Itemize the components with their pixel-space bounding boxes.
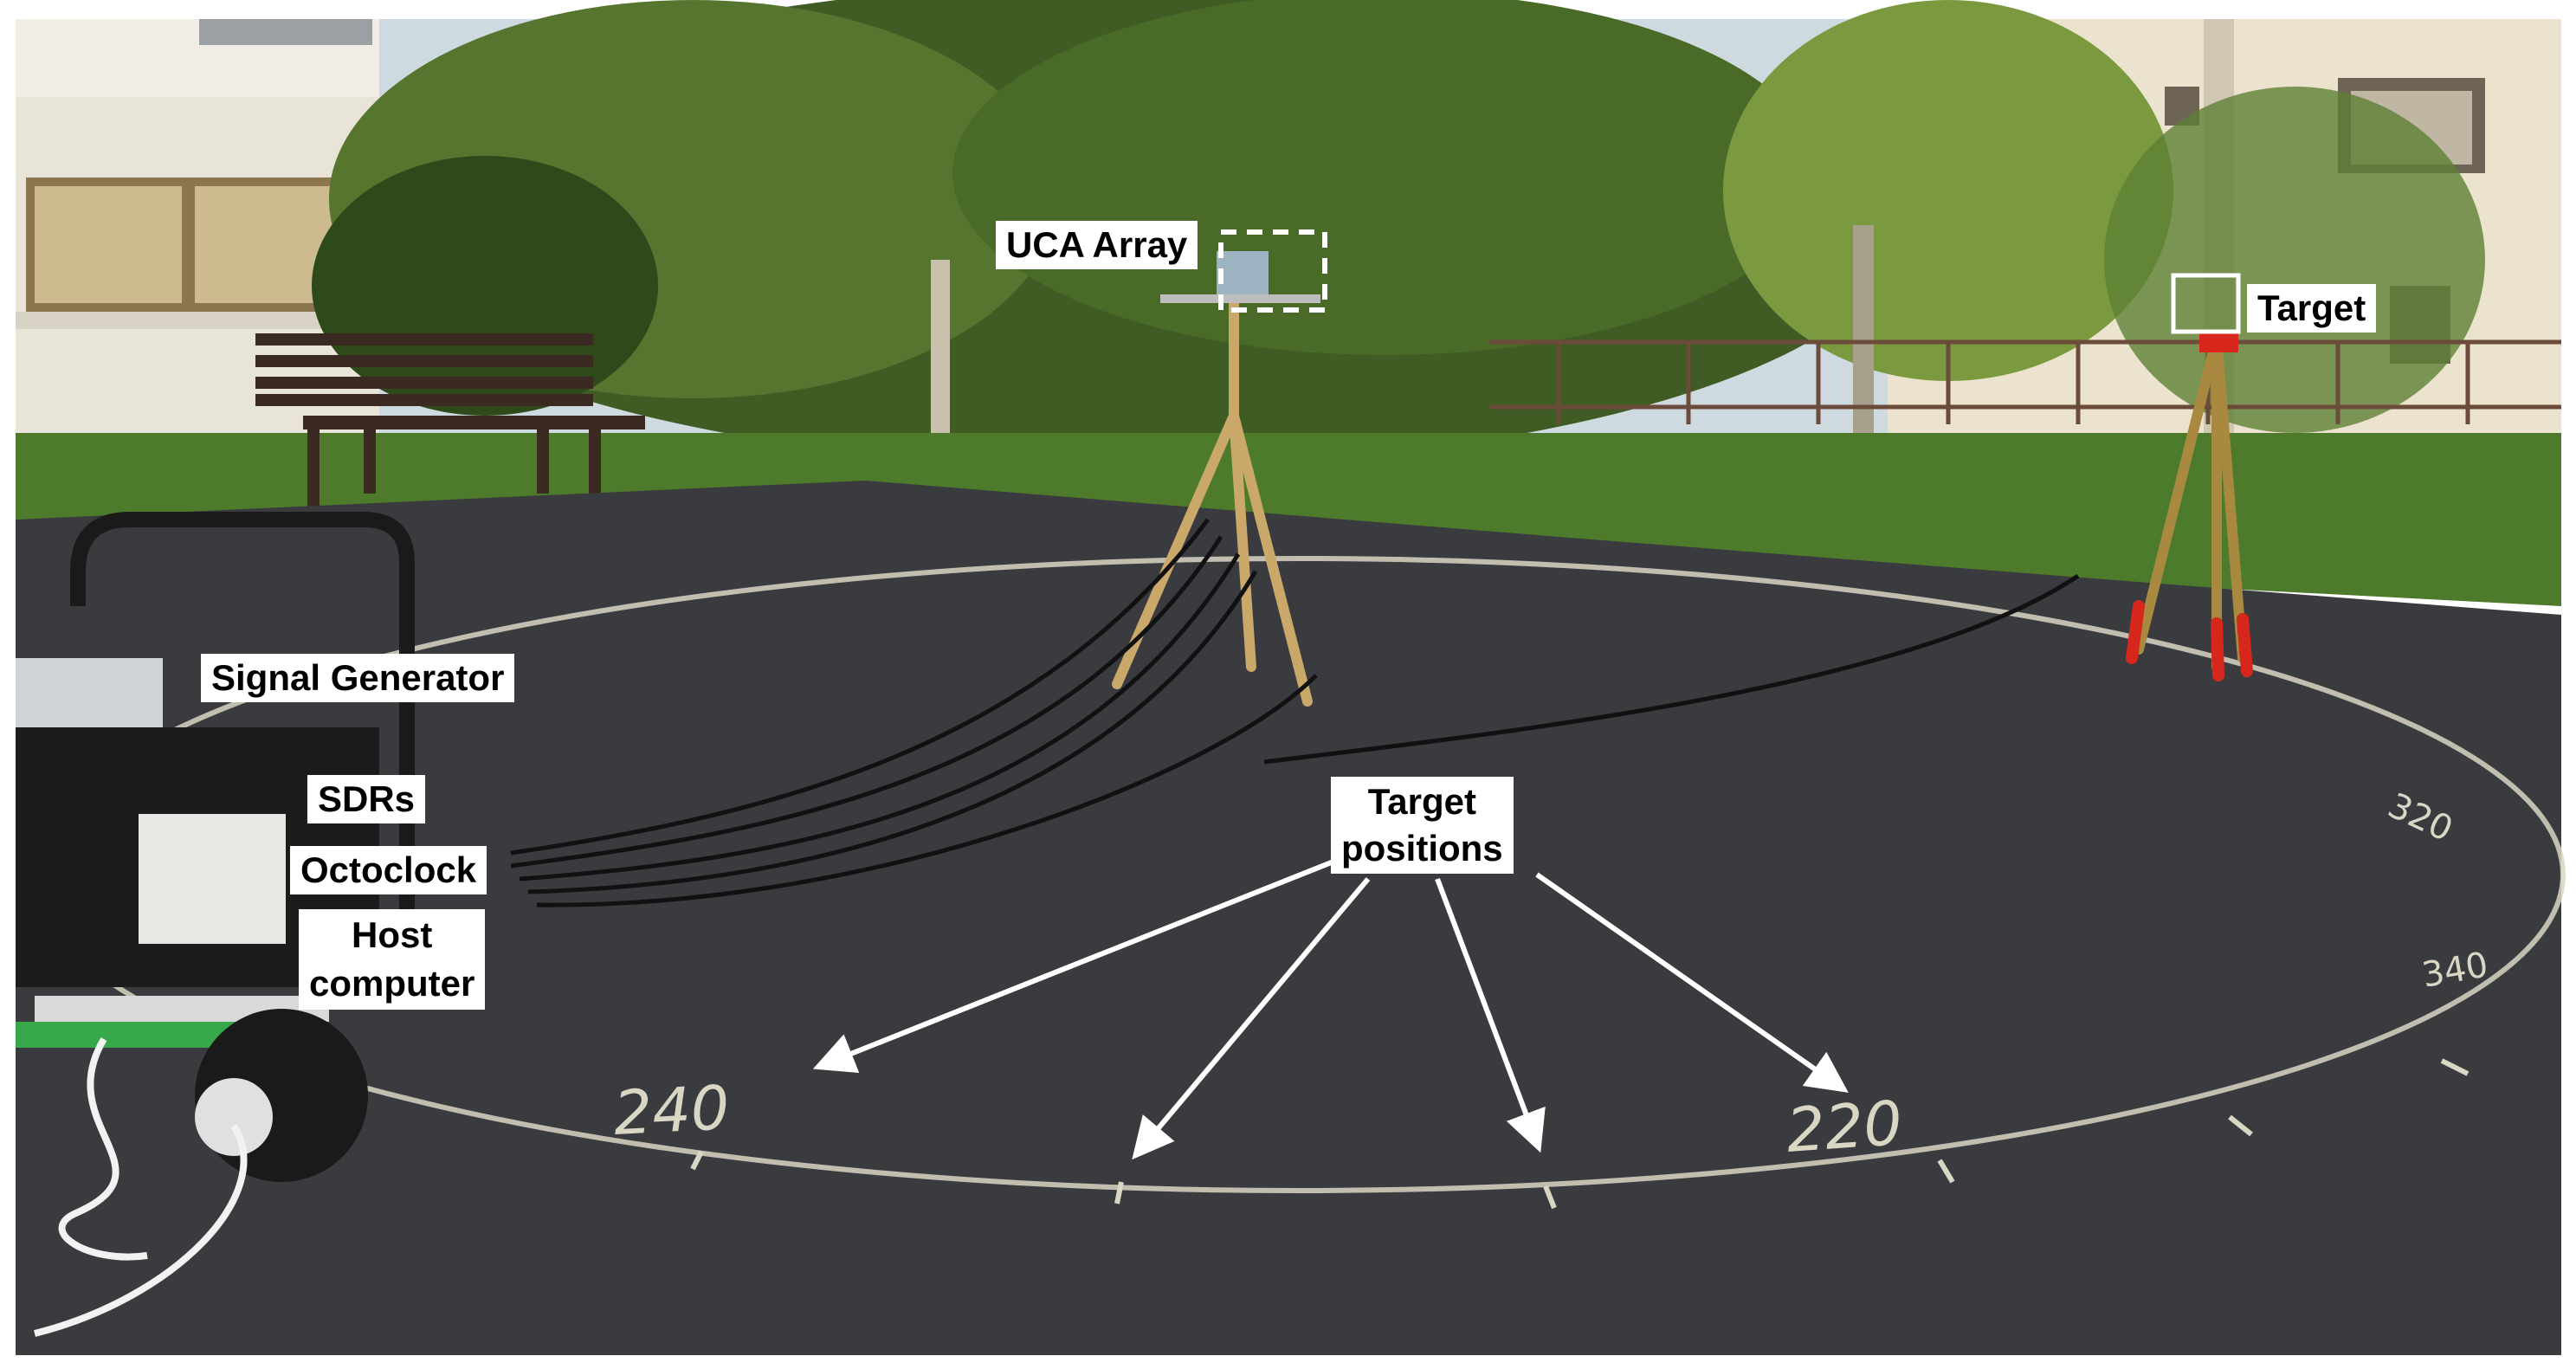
label-host-computer: Host computer bbox=[299, 909, 486, 1010]
arrow-to-position-1 bbox=[812, 859, 1335, 1073]
label-target-positions: Target positions bbox=[1331, 777, 1514, 874]
arrow-to-position-3 bbox=[1435, 877, 1546, 1153]
arrow-to-position-4 bbox=[1535, 872, 1849, 1093]
label-host-computer-line1: Host bbox=[352, 914, 433, 955]
chalk-ticks bbox=[690, 1058, 2469, 1210]
label-host-computer-line2: computer bbox=[309, 963, 475, 1004]
chalk-number-240: 240 bbox=[612, 1072, 732, 1149]
uca-highlight-box bbox=[1218, 229, 1327, 313]
target-tripod bbox=[2126, 333, 2253, 681]
label-target-positions-line1: Target bbox=[1367, 781, 1476, 822]
label-target: Target bbox=[2247, 284, 2377, 333]
chalk-number-220: 220 bbox=[1784, 1088, 1904, 1166]
cables bbox=[510, 518, 2080, 907]
arrow-to-position-2 bbox=[1132, 877, 1371, 1160]
uca-platform bbox=[1160, 294, 1320, 303]
equipment-cart bbox=[16, 512, 415, 1337]
target-highlight-box bbox=[2171, 273, 2241, 334]
bench bbox=[255, 333, 645, 507]
label-uca-array: UCA Array bbox=[996, 221, 1198, 269]
label-signal-generator: Signal Generator bbox=[201, 654, 515, 702]
fence bbox=[1489, 339, 2561, 424]
label-sdrs: SDRs bbox=[307, 775, 426, 823]
target-position-arrows bbox=[812, 859, 1849, 1160]
label-target-positions-line2: positions bbox=[1341, 828, 1503, 869]
building-left bbox=[16, 19, 379, 435]
asphalt-court bbox=[16, 481, 2561, 1355]
label-octoclock: Octoclock bbox=[290, 846, 487, 894]
